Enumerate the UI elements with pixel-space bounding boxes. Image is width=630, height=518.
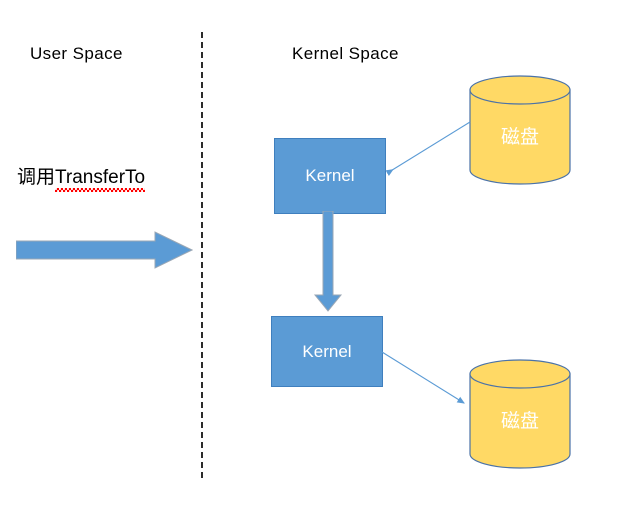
kernel-box-top: Kernel: [274, 138, 386, 214]
kernel-space-title: Kernel Space: [292, 44, 399, 63]
syscall-block-arrow: [15, 230, 194, 270]
kernel-box-bottom-label: Kernel: [302, 341, 352, 361]
user-space-title: User Space: [30, 44, 123, 63]
kernel-to-disk-connector: [378, 345, 473, 413]
disk-cylinder-top: 磁盘: [469, 75, 571, 185]
disk-cylinder-bottom: 磁盘: [469, 359, 571, 469]
kernel-box-bottom: Kernel: [271, 316, 383, 387]
user-kernel-divider: [201, 32, 203, 478]
disk-to-kernel-connector: [380, 115, 475, 180]
kernel-to-kernel-arrow: [311, 210, 345, 312]
kernel-box-top-label: Kernel: [305, 166, 355, 185]
call-label-cjk: 调用: [17, 167, 56, 188]
transferto-call-label: 调用TransferTo: [17, 162, 145, 189]
call-label-latin: TransferTo: [55, 167, 146, 188]
